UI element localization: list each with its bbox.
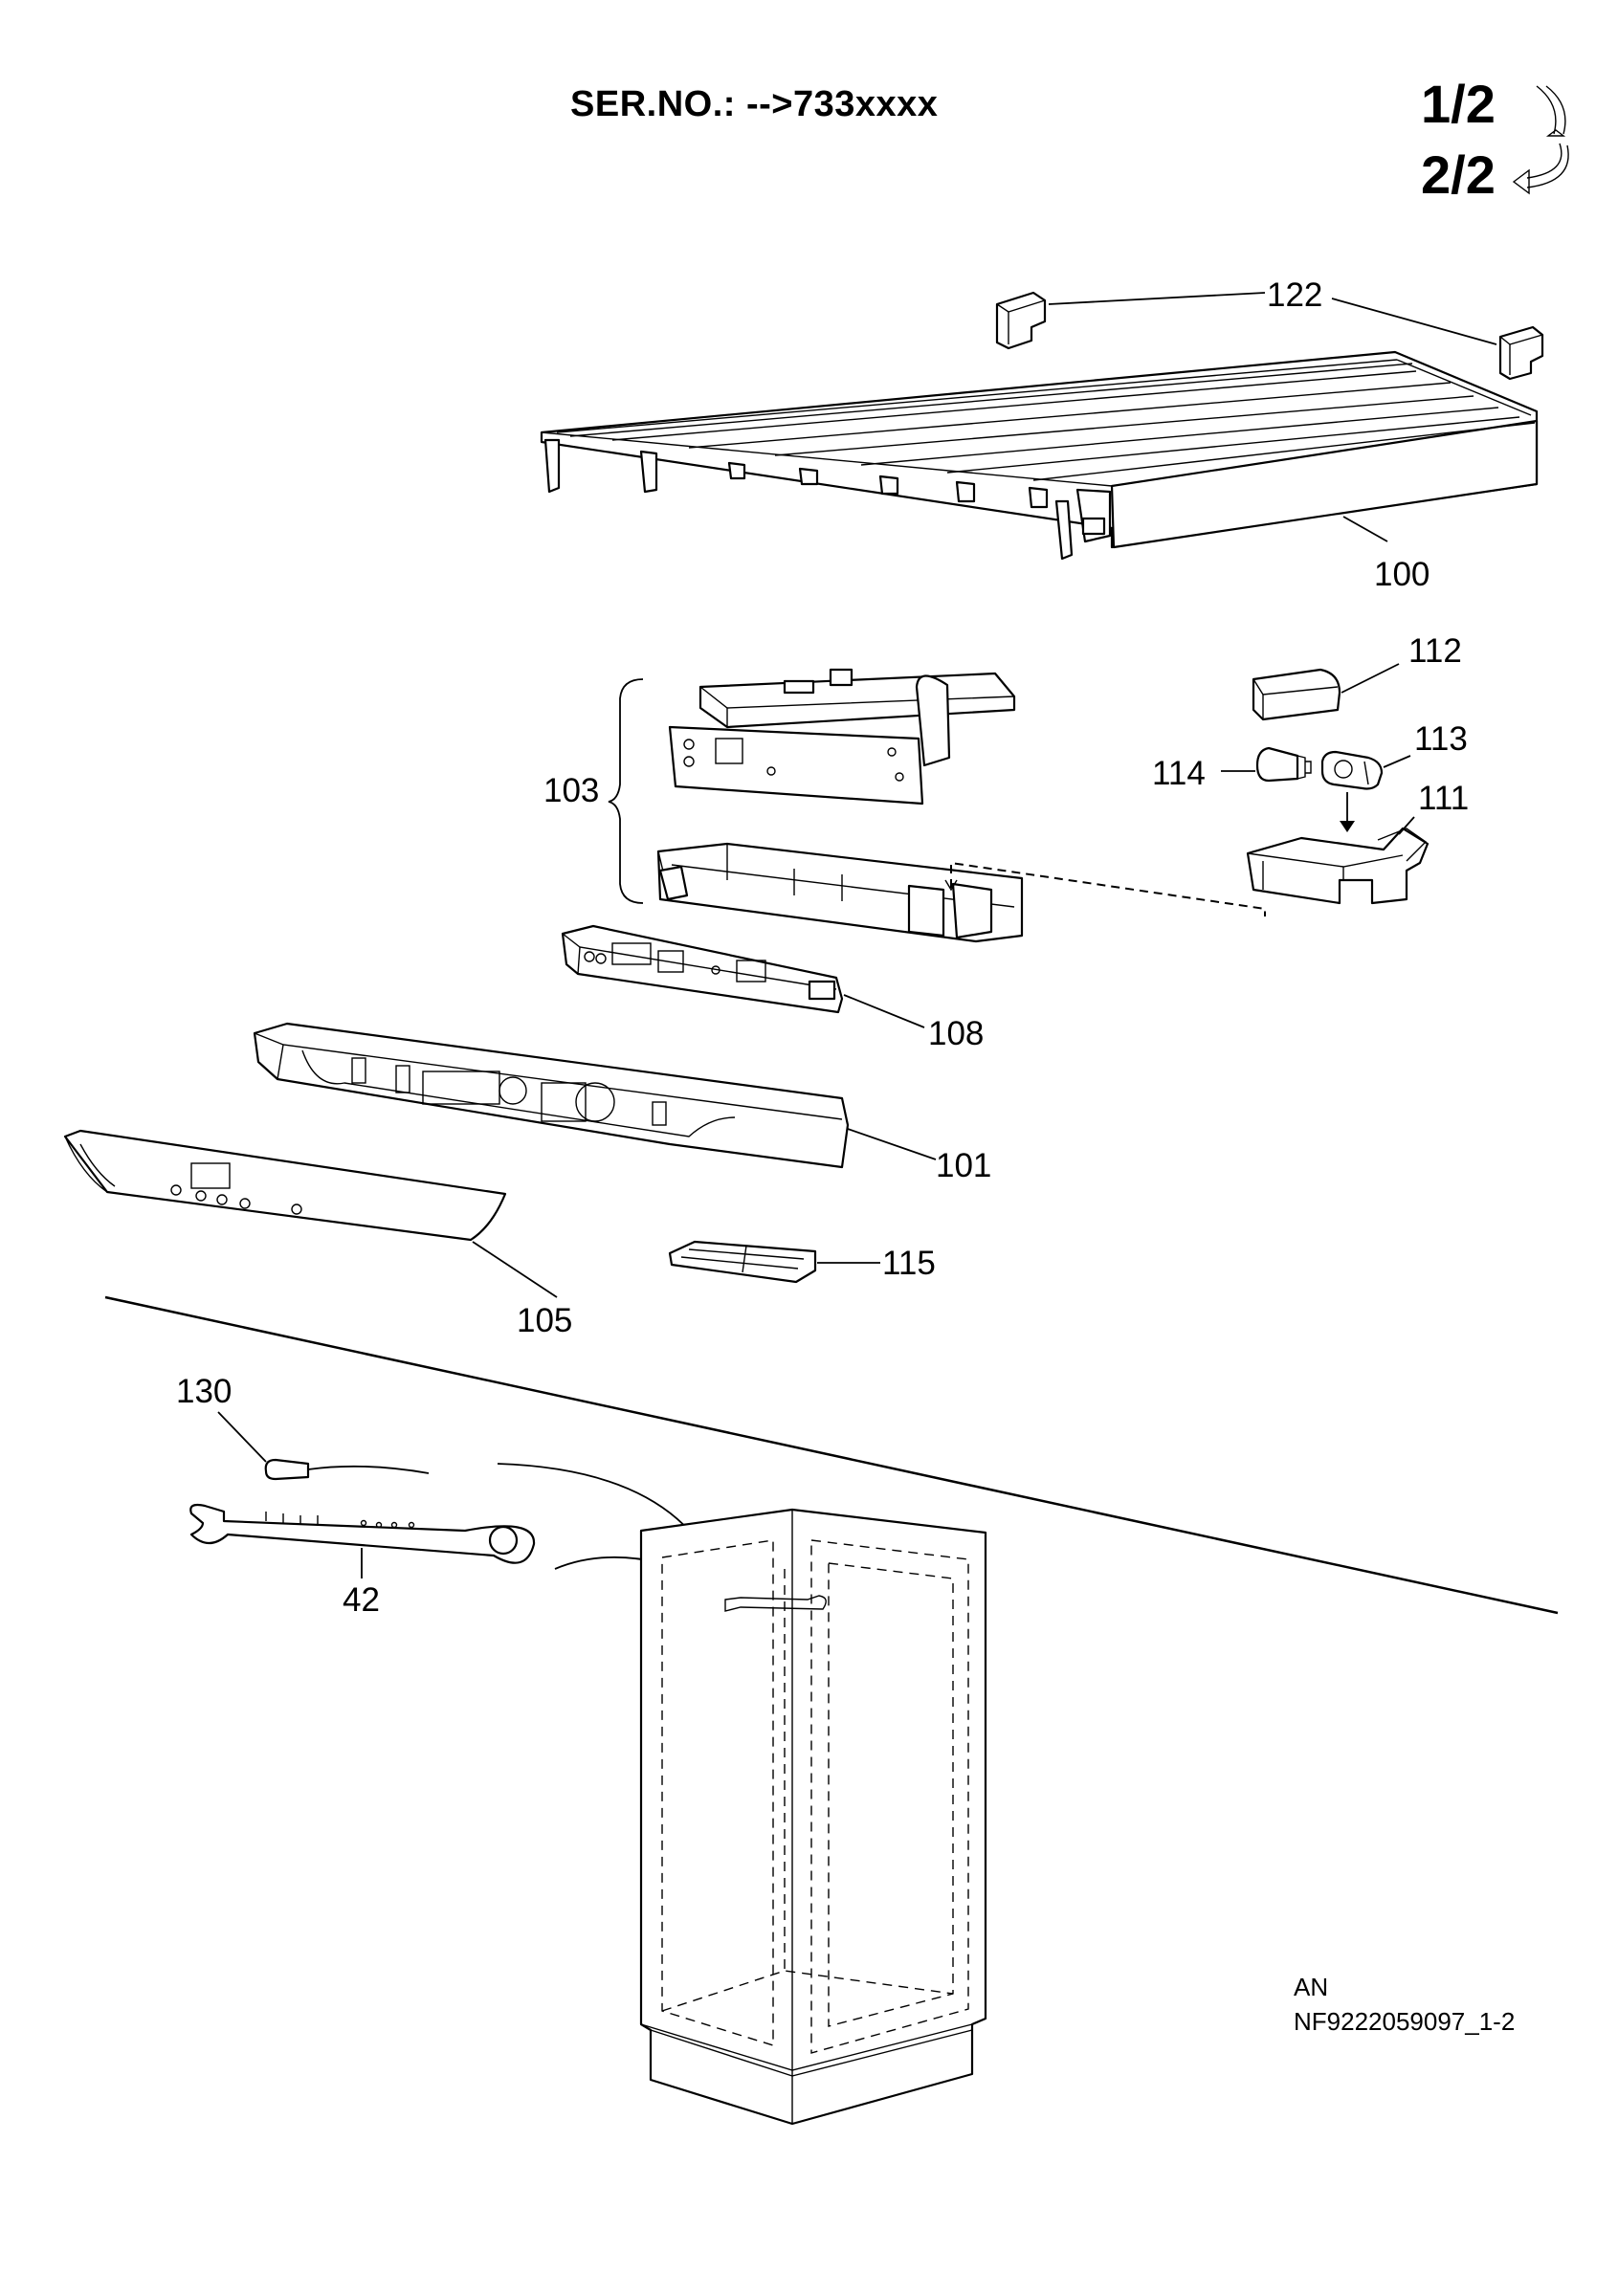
leader-130 [217,1411,267,1463]
leader-112 [1341,663,1400,694]
page-forward-arrow-icon[interactable] [1536,85,1566,137]
label-112[interactable]: 112 [1408,632,1462,670]
part-100-worktop[interactable] [540,350,1539,561]
label-130[interactable]: 130 [176,1373,232,1410]
part-111-lamp-housing[interactable] [1246,827,1430,905]
leader-105 [472,1241,558,1298]
label-100[interactable]: 100 [1374,556,1430,593]
leader-100 [1342,516,1388,542]
label-103[interactable]: 103 [543,772,599,809]
label-122[interactable]: 122 [1267,276,1322,314]
label-115[interactable]: 115 [882,1245,936,1282]
page-back-arrow-icon[interactable] [1512,143,1569,195]
connector-dashed [950,861,1266,916]
leader-122-a [1048,292,1266,305]
leader-101 [847,1128,937,1160]
serial-number-title: SER.NO.: -->733xxxx [570,84,939,124]
label-105[interactable]: 105 [517,1302,572,1339]
label-101[interactable]: 101 [936,1147,991,1184]
page-indicator-current: 1/2 [1421,74,1496,134]
part-108-control-board[interactable] [561,924,844,1014]
part-103-board-top[interactable] [698,668,1016,767]
part-101-control-panel[interactable] [253,1022,850,1169]
part-42-rail[interactable] [189,1503,536,1564]
part-114-bulb[interactable] [1255,746,1312,783]
brace-103 [608,678,644,904]
part-103-display-board[interactable] [668,725,924,806]
part-115-filter[interactable] [668,1240,817,1284]
label-42[interactable]: 42 [343,1581,380,1619]
part-103-housing[interactable] [656,842,1024,943]
part-122-end-cap-left[interactable] [995,291,1047,350]
footer-code: AN [1294,1973,1329,2001]
part-113-lamp-holder[interactable] [1320,750,1384,790]
label-113[interactable]: 113 [1414,720,1468,758]
leader-111 [1398,816,1415,835]
label-114[interactable]: 114 [1152,755,1206,792]
section-divider [104,1295,1559,1615]
label-108[interactable]: 108 [928,1015,984,1052]
leader-122-b [1331,298,1497,345]
leader-113 [1383,755,1411,768]
cabinet-illustration [639,1508,987,2126]
part-122-end-cap-right[interactable] [1498,325,1544,381]
part-112-lamp-cover[interactable] [1252,668,1341,721]
leader-108 [843,994,925,1028]
part-130-sensor[interactable] [264,1458,430,1481]
part-105-front-panel[interactable] [63,1129,507,1242]
page-indicator-next[interactable]: 2/2 [1421,144,1496,205]
footer-diagram-id: NF9222059097_1-2 [1294,2007,1516,2036]
label-111[interactable]: 111 [1418,780,1469,817]
